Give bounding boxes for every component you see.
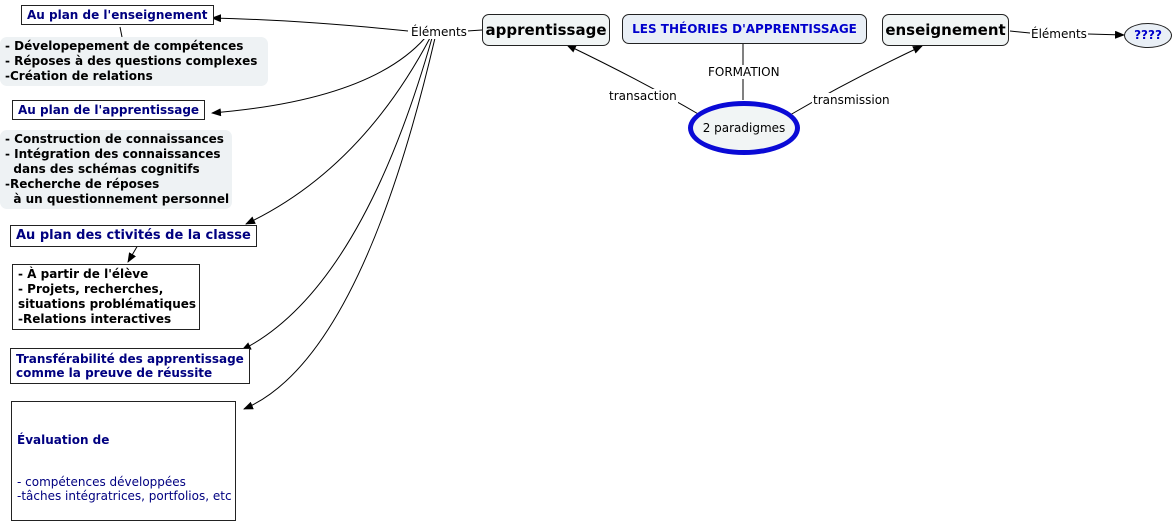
transmission-label: transmission <box>812 93 891 107</box>
edge-transmission <box>789 45 923 116</box>
edge-heading3-details <box>127 244 139 263</box>
branch-apprentissage-heading[interactable]: Au plan de l'apprentissage <box>12 100 206 120</box>
central-node[interactable]: 2 paradigmes <box>688 101 800 155</box>
transaction-label: transaction <box>608 89 678 103</box>
branch-evaluation-box[interactable]: Évaluation de - compétences développées … <box>11 401 236 521</box>
apprentissage-node[interactable]: apprentissage <box>482 14 610 46</box>
edge-heading1-details <box>119 26 123 38</box>
connector-lines <box>119 14 1125 410</box>
unknown-node[interactable]: ???? <box>1124 23 1172 48</box>
edge-elements-unknown <box>1087 30 1125 39</box>
branch-evaluation-details: - compétences développées -tâches intégr… <box>17 475 232 503</box>
edge-enseignement-elements <box>1009 30 1031 34</box>
elements-label-right: Éléments <box>1030 27 1088 41</box>
branch-apprentissage-details: - Construction de connaissances - Intégr… <box>0 130 232 209</box>
edge-branch-2 <box>211 37 426 117</box>
branch-transferabilite-heading[interactable]: Transférabilité des apprentissage comme … <box>10 348 250 384</box>
branch-activites-details: - À partir de l'élève - Projets, recherc… <box>12 264 200 330</box>
formation-label: FORMATION <box>707 65 781 79</box>
elements-label-left: Éléments <box>410 25 468 39</box>
branch-enseignement-details: - Dévelopepement de compétences - Répose… <box>0 37 268 86</box>
edge-apprentissage-elements <box>466 29 483 32</box>
edge-branch-1 <box>211 14 409 32</box>
diagram-title[interactable]: LES THÉORIES D'APPRENTISSAGE <box>622 14 867 44</box>
branch-activites-heading[interactable]: Au plan des ctivités de la classe <box>10 225 257 247</box>
branch-evaluation-heading: Évaluation de <box>17 433 110 447</box>
branch-enseignement-heading[interactable]: Au plan de l'enseignement <box>21 5 214 25</box>
edge-transaction <box>566 44 701 116</box>
edge-branch-3 <box>245 37 431 225</box>
edge-branch-4 <box>241 37 433 351</box>
edge-branch-5 <box>243 37 436 410</box>
enseignement-node[interactable]: enseignement <box>882 14 1009 46</box>
